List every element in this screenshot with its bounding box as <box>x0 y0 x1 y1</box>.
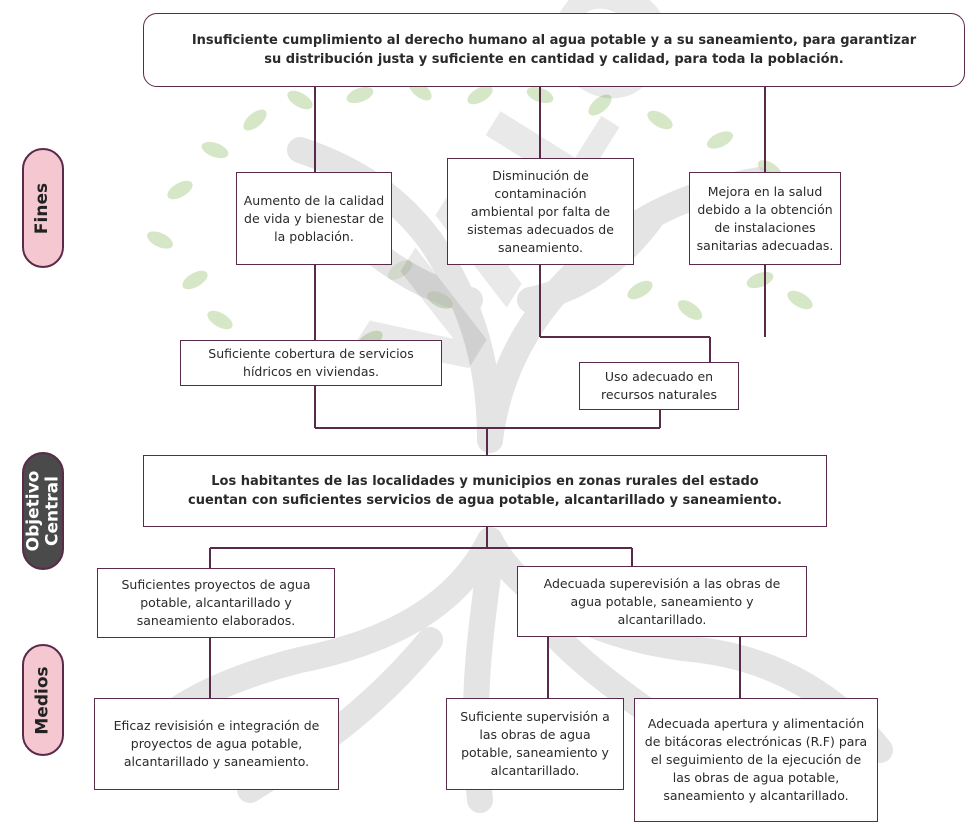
fin-box-cobertura: Suficiente cobertura de servicios hídric… <box>180 340 442 386</box>
fines-label: Fines <box>22 148 64 268</box>
medio-box-superevision: Adecuada superevisión a las obras de agu… <box>517 566 807 637</box>
fin-box-recursos: Uso adecuado en recursos naturales <box>579 362 739 410</box>
fin-text-calidad-vida: Aumento de la calidad de vida y bienesta… <box>243 192 385 244</box>
objetivo-central-label-text: Objetivo Central <box>23 470 63 552</box>
medio-box-bitacoras: Adecuada apertura y alimentación de bitá… <box>634 698 878 822</box>
fin-text-recursos: Uso adecuado en recursos naturales <box>600 369 717 402</box>
fin-text-salud: Mejora en la salud debido a la obtención… <box>696 183 834 253</box>
medio-box-revision: Eficaz revisisión e integración de proye… <box>94 698 339 790</box>
problem-statement-box: Insuficiente cumplimiento al derecho hum… <box>143 13 965 87</box>
objetivo-central-label: Objetivo Central <box>22 452 64 570</box>
medio-text-bitacoras: Adecuada apertura y alimentación de bitá… <box>644 716 868 803</box>
medio-text-revision: Eficaz revisisión e integración de proye… <box>113 718 320 769</box>
medio-text-proyectos: Suficientes proyectos de agua potable, a… <box>121 577 311 628</box>
medio-box-proyectos: Suficientes proyectos de agua potable, a… <box>97 568 335 638</box>
objetivo-label-line2: Central <box>42 476 63 546</box>
objetivo-central-text: Los habitantes de las localidades y muni… <box>188 474 782 508</box>
fines-label-text: Fines <box>32 182 53 234</box>
medios-label-text: Medios <box>32 665 53 735</box>
fin-box-salud: Mejora en la salud debido a la obtención… <box>689 172 841 265</box>
fin-box-calidad-vida: Aumento de la calidad de vida y bienesta… <box>236 172 392 265</box>
medio-box-supervision: Suficiente supervisión a las obras de ag… <box>446 698 624 790</box>
medio-text-superevision: Adecuada superevisión a las obras de agu… <box>543 575 781 627</box>
medios-label: Medios <box>22 644 64 756</box>
medio-text-supervision: Suficiente supervisión a las obras de ag… <box>460 709 610 778</box>
fin-box-contaminacion: Disminución de contaminación ambiental p… <box>447 158 634 265</box>
fin-text-cobertura: Suficiente cobertura de servicios hídric… <box>208 346 414 379</box>
fin-text-contaminacion: Disminución de contaminación ambiental p… <box>467 167 614 255</box>
objetivo-central-box: Los habitantes de las localidades y muni… <box>143 455 827 527</box>
problem-statement-text: Insuficiente cumplimiento al derecho hum… <box>191 33 917 67</box>
objetivo-label-line1: Objetivo <box>23 470 44 552</box>
